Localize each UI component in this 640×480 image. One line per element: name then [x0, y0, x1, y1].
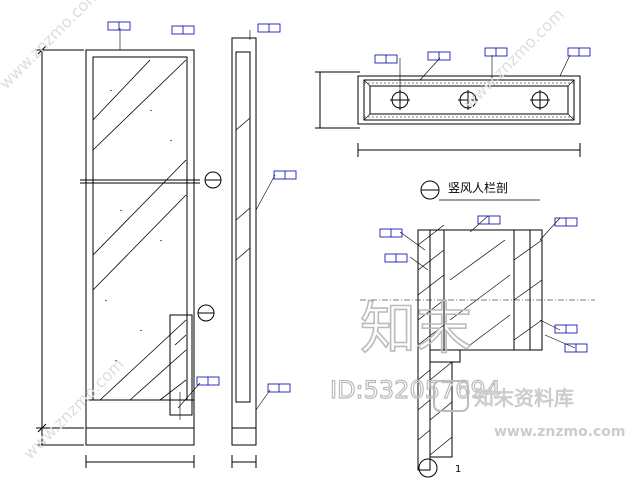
detail-section: [360, 215, 595, 478]
watermark: 知末 ID:532057694 知末资料库 www.znzmo.com www.…: [0, 0, 626, 463]
watermark-id: ID:532057694: [330, 376, 501, 404]
detail-callout-number: 1: [455, 464, 461, 475]
plan-section: [315, 54, 581, 201]
door-elevation: [36, 28, 222, 468]
watermark-url-diagonal-1: www.znzmo.com: [0, 0, 104, 93]
door-side-profile: [231, 30, 276, 468]
annotation-tags: [107, 21, 591, 393]
watermark-url-diagonal-2: www.znzmo.com: [19, 355, 127, 463]
watermark-brand-logo: [433, 380, 469, 412]
watermark-url-bottom: www.znzmo.com: [494, 424, 626, 440]
section-title: 竖风人栏剖: [448, 180, 508, 195]
watermark-logo-chars: 知末: [360, 297, 472, 362]
watermark-url-diagonal-3: www.znzmo.com: [459, 5, 567, 113]
watermark-brand: 知末资料库: [474, 386, 574, 410]
